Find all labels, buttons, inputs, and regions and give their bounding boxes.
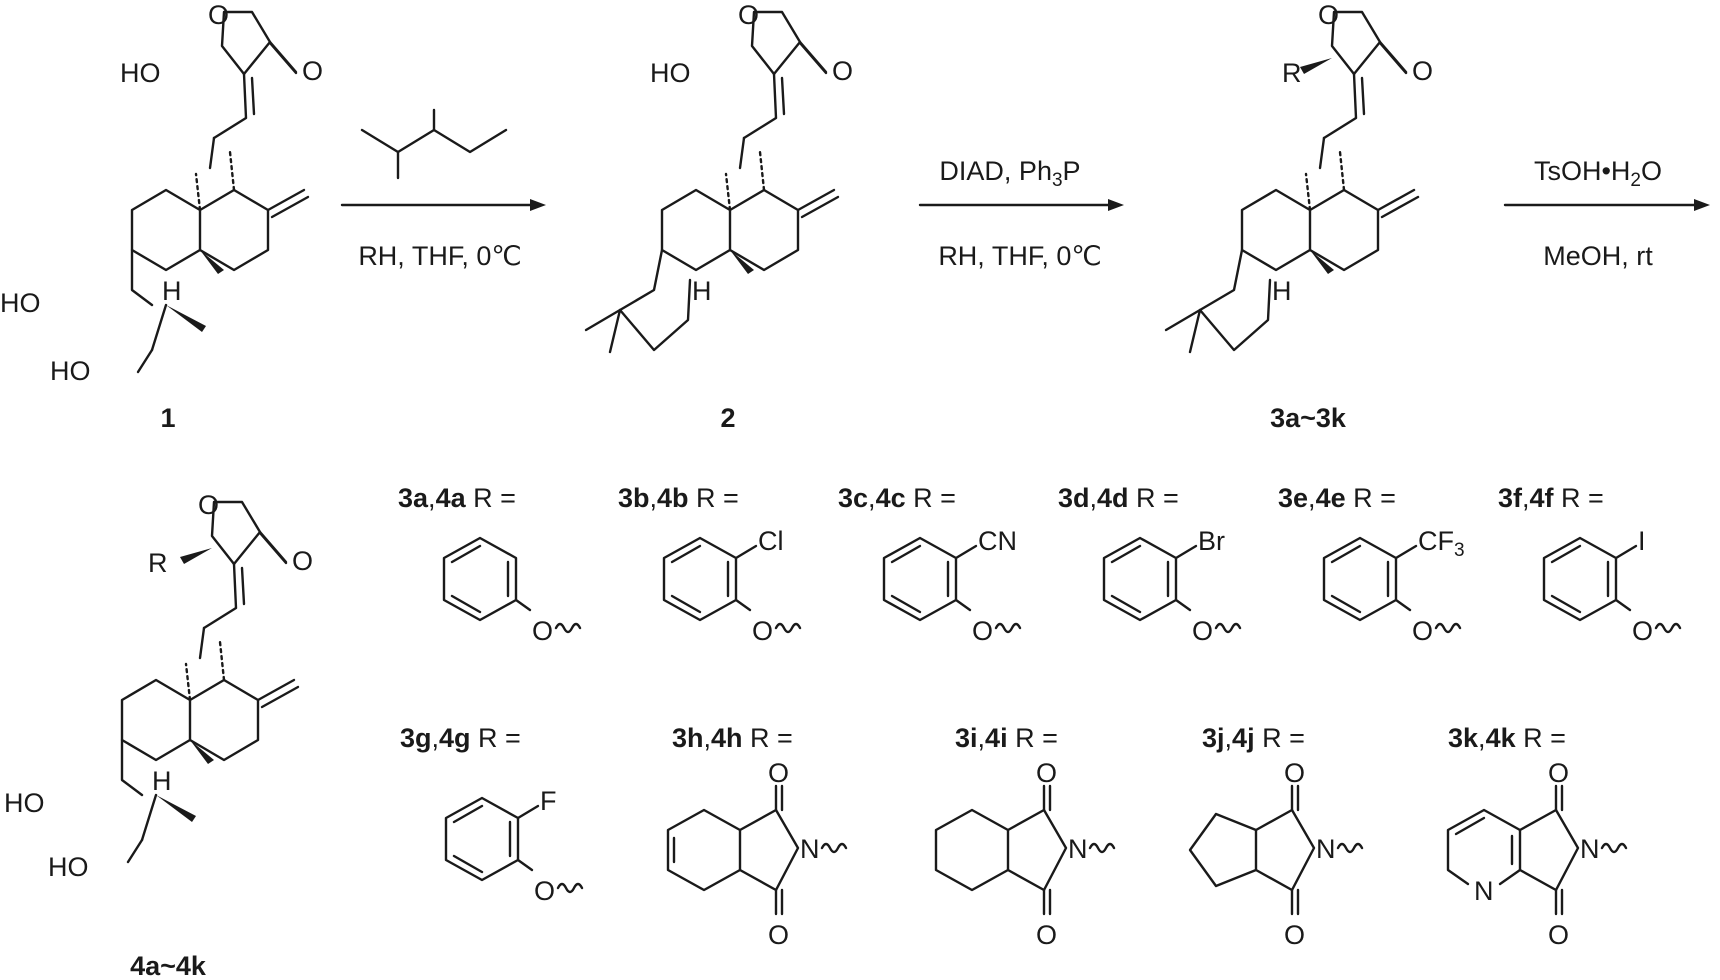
atom-label: R <box>1282 58 1302 88</box>
r-label-3g-4g: 3g,4g R = <box>400 723 521 753</box>
svg-text:O: O <box>1548 920 1569 950</box>
svg-text:O: O <box>1192 616 1213 646</box>
svg-text:N: N <box>1580 834 1600 864</box>
svg-text:O: O <box>534 876 555 906</box>
svg-text:O: O <box>768 920 789 950</box>
r-label-3d-4d: 3d,4d R = <box>1058 483 1179 513</box>
compound-4-structure: O O R HO HO H <box>4 490 313 882</box>
svg-text:O: O <box>1036 758 1057 788</box>
svg-text:Cl: Cl <box>758 526 784 556</box>
compound-label-4: 4a~4k <box>130 951 207 980</box>
compound-label-3: 3a~3k <box>1270 403 1347 433</box>
phenoxy-3b: Cl O <box>662 526 802 646</box>
svg-text:N: N <box>1474 876 1494 906</box>
atom-label: H <box>162 276 182 306</box>
arrow-3-below: MeOH, rt <box>1543 241 1653 271</box>
r-labels-row-1: 3a,4a R = 3b,4b R = 3c,4c R = 3d,4d R = … <box>398 483 1604 513</box>
r-label-3e-4e: 3e,4e R = <box>1278 483 1396 513</box>
svg-text:O: O <box>768 758 789 788</box>
phenoxy-3g: F O <box>444 786 584 906</box>
atom-label: HO <box>0 288 41 318</box>
arrow-1-below: RH, THF, 0℃ <box>358 241 521 271</box>
r-label-3a-4a: 3a,4a R = <box>398 483 516 513</box>
atom-label: O <box>208 0 229 30</box>
atom-label: HO <box>50 356 91 386</box>
svg-text:O: O <box>532 616 553 646</box>
compound-label-1: 1 <box>160 403 175 433</box>
atom-label: HO <box>4 788 45 818</box>
atom-label: HO <box>120 58 161 88</box>
phenoxy-3f: I O <box>1542 526 1682 646</box>
atom-label: R <box>148 548 168 578</box>
atom-label: O <box>292 546 313 576</box>
r-label-3c-4c: 3c,4c R = <box>838 483 956 513</box>
phenoxy-3d: Br O <box>1102 526 1242 646</box>
svg-text:N: N <box>1068 834 1088 864</box>
svg-text:I: I <box>1638 526 1646 556</box>
atom-label: HO <box>48 852 89 882</box>
phenoxy-3c: CN O <box>882 526 1022 646</box>
compound-label-2: 2 <box>720 403 735 433</box>
reaction-arrow-2 <box>918 199 1124 211</box>
atom-label: O <box>832 56 853 86</box>
compound-2-structure: O O HO H <box>584 0 853 354</box>
svg-text:Br: Br <box>1198 526 1225 556</box>
r-label-3b-4b: 3b,4b R = <box>618 483 739 513</box>
atom-label: O <box>1412 56 1433 86</box>
reaction-arrow-1 <box>340 108 546 211</box>
atom-label: O <box>198 490 219 520</box>
arrow-3-above: TsOH•H2O <box>1534 156 1662 191</box>
svg-text:CN: CN <box>978 526 1017 556</box>
arrow-2-below: RH, THF, 0℃ <box>938 241 1101 271</box>
imide-3i: O O N <box>934 758 1116 950</box>
svg-text:O: O <box>1548 758 1569 788</box>
imide-3h: O O N <box>666 758 848 950</box>
svg-text:O: O <box>752 616 773 646</box>
r-label-3h-4h: 3h,4h R = <box>672 723 793 753</box>
svg-text:CF3: CF3 <box>1418 526 1465 561</box>
svg-text:O: O <box>1412 616 1433 646</box>
atom-label: H <box>152 766 172 796</box>
imide-3j: O O N <box>1188 758 1364 950</box>
atom-label: HO <box>650 58 691 88</box>
atom-label: O <box>1318 0 1339 30</box>
compound-3-structure: O O R H <box>1164 0 1433 354</box>
r-labels-row-2: 3g,4g R = 3h,4h R = 3i,4i R = 3j,4j R = … <box>400 723 1566 753</box>
phenoxy-3a: O <box>442 536 582 646</box>
r-label-3k-4k: 3k,4k R = <box>1448 723 1566 753</box>
svg-text:N: N <box>800 834 820 864</box>
svg-text:O: O <box>1284 758 1305 788</box>
arrow-2-above: DIAD, Ph3P <box>939 156 1080 191</box>
svg-text:N: N <box>1316 834 1336 864</box>
svg-text:O: O <box>1036 920 1057 950</box>
imide-3k: N O O N <box>1446 758 1628 950</box>
r-label-3j-4j: 3j,4j R = <box>1202 723 1305 753</box>
svg-text:F: F <box>540 786 557 816</box>
reaction-arrow-3 <box>1503 199 1710 211</box>
svg-text:O: O <box>1632 616 1653 646</box>
compound-1-structure: O O HO HO HO H <box>0 0 323 386</box>
svg-text:O: O <box>1284 920 1305 950</box>
atom-label: O <box>302 56 323 86</box>
r-label-3i-4i: 3i,4i R = <box>955 723 1058 753</box>
phenoxy-3e: CF3 O <box>1322 526 1465 646</box>
atom-label: H <box>692 276 712 306</box>
atom-label: O <box>738 0 759 30</box>
atom-label: H <box>1272 276 1292 306</box>
r-label-3f-4f: 3f,4f R = <box>1498 483 1604 513</box>
svg-text:O: O <box>972 616 993 646</box>
